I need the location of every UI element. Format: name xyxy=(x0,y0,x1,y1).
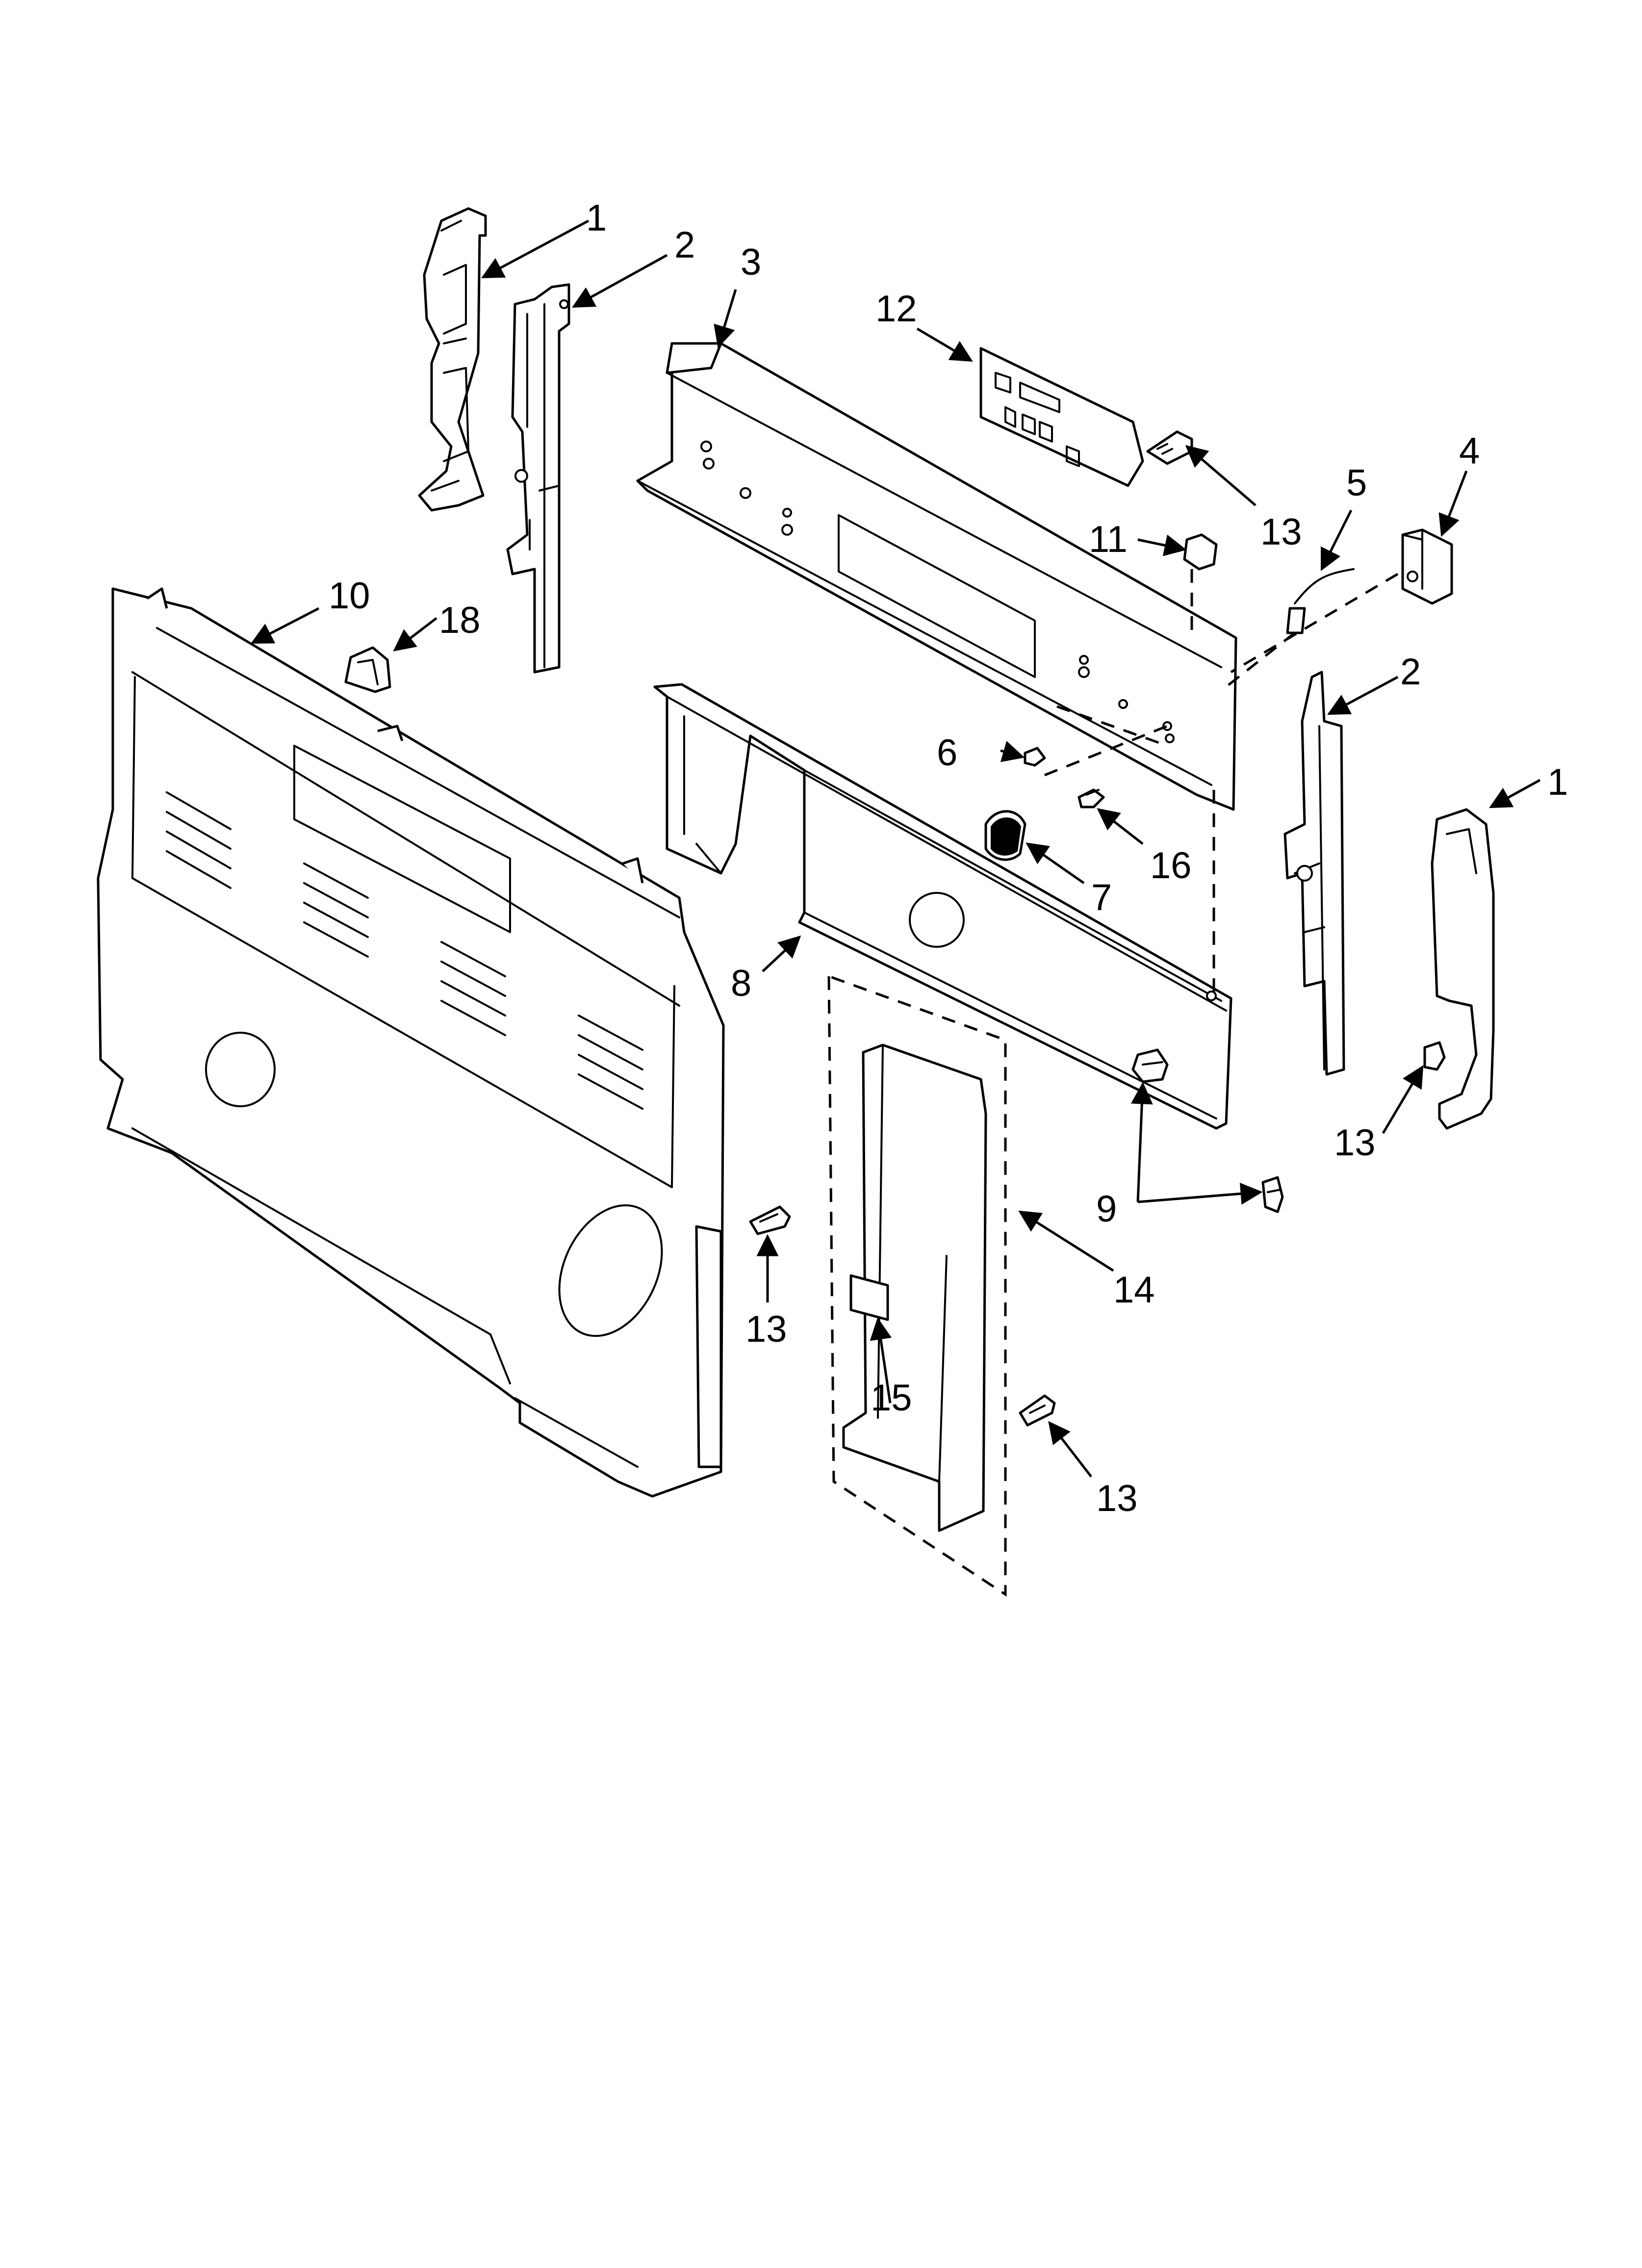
callout-9: 9 xyxy=(1096,1188,1117,1230)
callout-18: 18 xyxy=(439,600,481,641)
screw-13-right xyxy=(1423,1041,1446,1071)
clip-part xyxy=(344,646,391,693)
callout-4: 4 xyxy=(1459,430,1480,472)
callout-11: 11 xyxy=(1089,519,1128,560)
callout-1-right: 1 xyxy=(1547,761,1568,803)
callout-15: 15 xyxy=(871,1377,912,1419)
control-module xyxy=(979,347,1144,487)
assembly-lines xyxy=(1044,569,1399,996)
screw-6 xyxy=(1024,747,1046,767)
screw-13-top xyxy=(1146,430,1193,465)
callout-2-left: 2 xyxy=(674,224,695,266)
callout-5: 5 xyxy=(1346,462,1367,504)
callout-13-bottom: 13 xyxy=(1096,1478,1138,1519)
screw-16 xyxy=(1078,788,1105,808)
callout-10: 10 xyxy=(329,575,370,617)
side-bracket-left xyxy=(506,283,570,674)
backguard-panel xyxy=(97,587,725,1498)
screw-13-bottom xyxy=(1019,1394,1056,1427)
callouts: 1 2 3 12 13 5 4 11 10 18 2 6 16 7 1 8 13… xyxy=(329,197,1568,1519)
terminal-cover xyxy=(842,1043,987,1532)
callout-6: 6 xyxy=(937,732,957,774)
side-bracket-right xyxy=(1283,671,1345,1076)
control-panel xyxy=(636,342,1237,811)
callout-3: 3 xyxy=(741,241,761,283)
infinite-switch xyxy=(1401,528,1453,605)
wire-part xyxy=(1286,568,1355,634)
end-cap-right xyxy=(1431,808,1495,1130)
callout-16: 16 xyxy=(1150,845,1192,886)
knob-7 xyxy=(984,810,1026,861)
screw-13-left xyxy=(749,1205,791,1235)
callout-12: 12 xyxy=(875,288,917,330)
callout-2-right: 2 xyxy=(1400,651,1421,693)
callout-13-top: 13 xyxy=(1260,511,1302,553)
callout-8: 8 xyxy=(731,963,751,1004)
callout-13-left: 13 xyxy=(745,1308,787,1350)
screw-9-upper xyxy=(1131,1048,1169,1083)
end-cap-left xyxy=(418,207,487,512)
assembly-boundary xyxy=(827,974,1007,1597)
callout-1-left: 1 xyxy=(586,197,607,239)
leader-lines xyxy=(251,219,1541,1478)
callout-13-right: 13 xyxy=(1334,1122,1376,1164)
callout-14: 14 xyxy=(1113,1269,1155,1311)
switch-part xyxy=(1183,533,1218,571)
screw-9-lower xyxy=(1261,1176,1284,1213)
control-bracket xyxy=(653,683,1232,1130)
callout-7: 7 xyxy=(1091,877,1112,918)
